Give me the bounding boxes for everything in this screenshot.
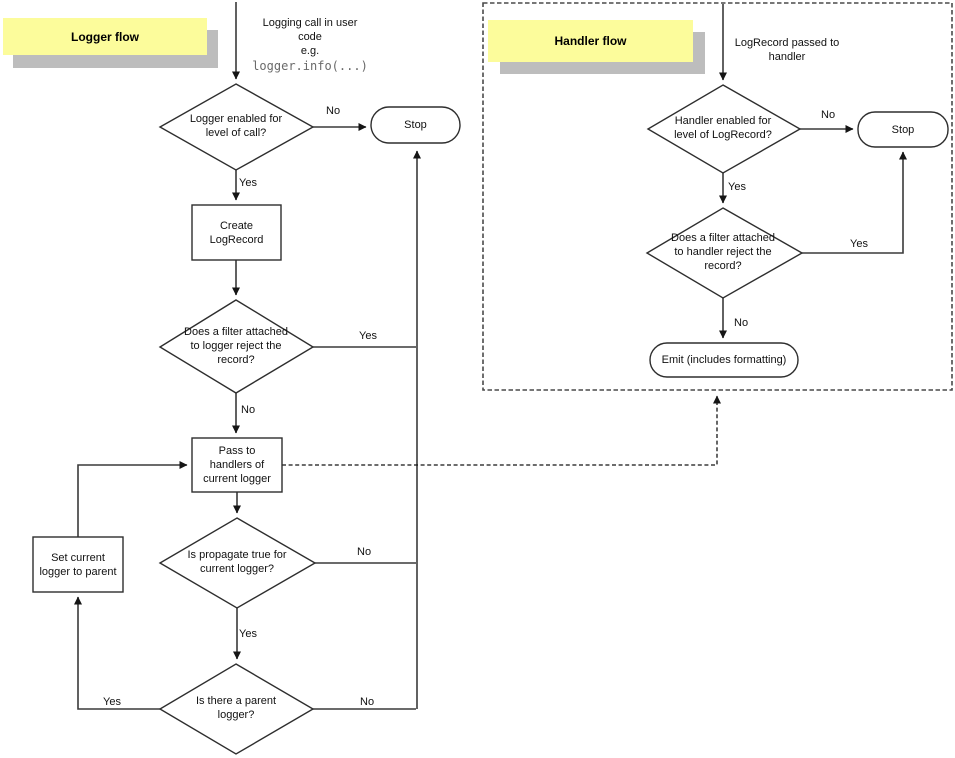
logger-enabled-no-label: No: [326, 105, 341, 117]
decision-logger-filter-label: Does a filter attached to logger reject …: [184, 326, 288, 366]
logger-parent-yes-line: [74, 596, 160, 710]
handler-entry-text: LogRecord passed to handler: [734, 37, 840, 63]
parent-yes-label: Yes: [103, 696, 121, 708]
logger-flow-note: Logger flow: [3, 18, 207, 55]
handler-filter-no-label: No: [734, 317, 749, 329]
create-logrecord-shape: [191, 204, 282, 261]
propagate-no-label: No: [357, 546, 372, 558]
set-current-logger-label: Set current logger to parent: [39, 551, 117, 578]
handler-flow-note: Handler flow: [488, 20, 693, 62]
logger-entry-text: Logging call in user code e.g.: [262, 17, 358, 57]
decision-propagate-shape: [158, 517, 317, 609]
decision-parent-label: Is there a parent logger?: [195, 695, 277, 721]
handler-flow-container-border: [482, 2, 953, 391]
logger-filter-no-label: No: [241, 404, 256, 416]
decision-propagate-label: Is propagate true for current logger?: [187, 549, 287, 575]
decision-parent-shape: [158, 663, 315, 755]
handler-stop-shape: [857, 111, 949, 148]
propagate-yes-label: Yes: [239, 628, 257, 640]
decision-handler-enabled-shape: [646, 84, 802, 174]
pass-to-handlers-label: Pass to handlers of current logger: [203, 445, 271, 485]
emit-label: Emit (includes formatting): [661, 354, 787, 366]
handler-stop-label: Stop: [891, 123, 915, 136]
logger-stop-shape: [370, 106, 461, 144]
parent-no-label: No: [360, 696, 375, 708]
create-logrecord-label: Create LogRecord: [209, 219, 264, 246]
decision-logger-enabled-label: Logger enabled for level of call?: [189, 113, 283, 139]
decision-handler-filter-shape: [645, 207, 804, 299]
handler-flow-title: Handler flow: [554, 34, 627, 48]
pass-to-handler-dashed-arrow: [282, 395, 721, 466]
set-current-logger-shape: [32, 536, 124, 593]
handler-enabled-yes-label: Yes: [728, 181, 746, 193]
decision-logger-enabled-shape: [158, 83, 315, 171]
decision-handler-filter-label: Does a filter attached to handler reject…: [671, 232, 775, 272]
pass-to-handlers-shape: [191, 437, 283, 493]
logger-flow-title: Logger flow: [71, 29, 139, 44]
handler-enabled-no-label: No: [821, 109, 836, 121]
decision-handler-enabled-label: Handler enabled for level of LogRecord?: [674, 115, 772, 141]
logger-enabled-yes-label: Yes: [239, 177, 257, 189]
handler-filter-yes-line: [802, 151, 907, 254]
emit-shape: [649, 342, 799, 378]
decision-logger-filter-shape: [158, 299, 315, 394]
logger-filter-yes-label: Yes: [359, 330, 377, 342]
handler-filter-yes-label: Yes: [850, 238, 868, 250]
logger-entry-code: logger.info(...): [252, 59, 368, 73]
logger-setparent-to-pass-line: [77, 461, 188, 537]
logger-stop-label: Stop: [404, 119, 427, 131]
